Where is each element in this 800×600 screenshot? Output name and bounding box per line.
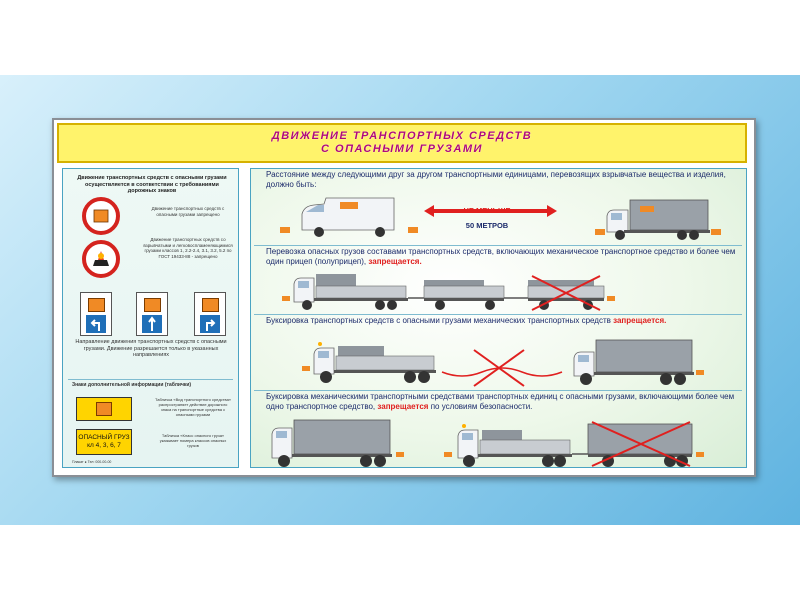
turn-left-arrow-icon (86, 315, 106, 333)
rule2-text-main: Перевозка опасных грузов составами транс… (266, 247, 736, 266)
direction-sign-left (80, 292, 112, 336)
rule3-illustration (302, 339, 704, 387)
safety-poster: ДВИЖЕНИЕ ТРАНСПОРТНЫХ СРЕДСТВ С ОПАСНЫМИ… (52, 118, 756, 477)
sign1-caption: Движение транспортных средств с опасными… (151, 206, 225, 217)
sign2-caption: Движение транспортных средств со взрывча… (143, 237, 233, 259)
vehicle-type-plate (76, 397, 132, 421)
covered-truck-icon (606, 199, 710, 240)
directions-caption: Направление движения транспортных средст… (75, 339, 227, 358)
rule4-illustration (271, 419, 704, 467)
rule-divider-3 (254, 390, 742, 391)
signs-intro: Движение транспортных средств с опасными… (77, 175, 227, 194)
straight-arrow-icon (142, 315, 162, 333)
rule2-text: Перевозка опасных грузов составами транс… (266, 247, 736, 267)
plates-heading: Знаки дополнительной информации (табличк… (72, 382, 192, 388)
dangerous-goods-class-plate: ОПАСНЫЙ ГРУЗ кл 4, 3, 6, 7 (76, 429, 132, 455)
rule4-text-main: Буксировка механическими транспортными с… (266, 392, 735, 411)
rule1-illustration (280, 197, 721, 240)
rule-divider-2 (254, 314, 742, 315)
rule2-forbidden: запрещается. (368, 257, 422, 266)
no-dangerous-goods-sign-icon (82, 197, 120, 235)
rule2-illustration (282, 274, 615, 311)
plate2-caption: Табличка «Класс опасного груза» указывае… (159, 433, 227, 448)
rule3-forbidden: запрещается. (613, 316, 667, 325)
rule1-text: Расстояние между следующими друг за друг… (266, 170, 726, 189)
van-icon (301, 197, 395, 237)
distance-label-bottom: 50 МЕТРОВ (465, 221, 509, 230)
plate2-line2: кл 4, 3, 6, 7 (87, 442, 121, 449)
poster-title-band: ДВИЖЕНИЕ ТРАНСПОРТНЫХ СРЕДСТВ С ОПАСНЫМИ… (57, 123, 747, 163)
plate2-line1: ОПАСНЫЙ ГРУЗ (78, 434, 130, 441)
turn-right-arrow-icon (200, 315, 220, 333)
plate1-caption: Табличка «Вид транспортного средства» ра… (154, 397, 232, 417)
poster-title-line2: С ОПАСНЫМИ ГРУЗАМИ (321, 143, 483, 155)
rule3-text-main: Буксировка транспортных средств с опасны… (266, 316, 611, 325)
distance-label-top: НЕ МЕНЬШЕ (463, 206, 511, 215)
rule4-forbidden: запрещается (377, 402, 429, 411)
no-explosive-goods-sign-icon (82, 240, 120, 278)
direction-sign-straight (136, 292, 168, 336)
poster-title-line1: ДВИЖЕНИЕ ТРАНСПОРТНЫХ СРЕДСТВ (271, 130, 533, 142)
left-divider (68, 379, 233, 380)
direction-sign-right (194, 292, 226, 336)
rule-divider-1 (254, 245, 742, 246)
rule3-text: Буксировка транспортных средств с опасны… (266, 316, 736, 326)
rule4-text-tail: по условиям безопасности. (430, 402, 533, 411)
rule4-text: Буксировка механическими транспортными с… (266, 392, 736, 412)
poster-footer: Плакат ● Тел: 000-00-00 (72, 460, 112, 464)
